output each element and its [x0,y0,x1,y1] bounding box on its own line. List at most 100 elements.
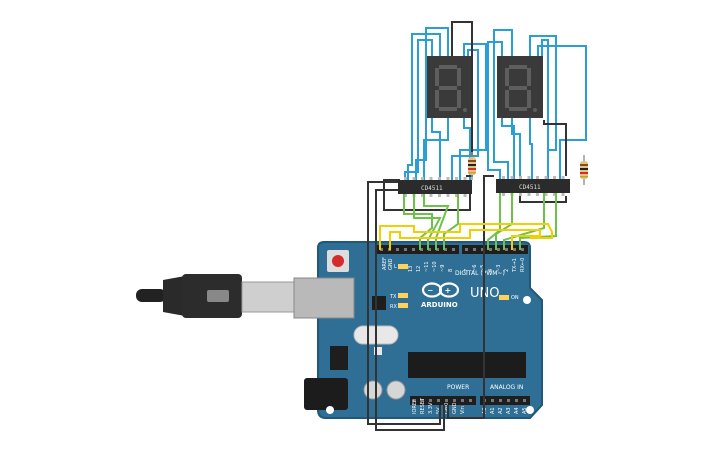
analog-pin-label: A1 [490,407,496,414]
led-rx [398,303,408,308]
pin-hole[interactable] [469,399,472,402]
power-pin-label: RESET [420,397,426,414]
power-jack [304,378,348,410]
pin-hole[interactable] [513,248,516,251]
pin-hole[interactable] [465,248,468,251]
pin-hole[interactable] [497,248,500,251]
pin-hole[interactable] [481,248,484,251]
pin-hole[interactable] [523,399,526,402]
digital-pin-label: ~3 [496,265,502,272]
usb-chip [372,296,386,310]
pin-hole[interactable] [491,399,494,402]
reset-button-cap[interactable] [332,255,344,267]
digital-pin-label: ~6 [472,265,478,272]
pin-hole[interactable] [453,399,456,402]
chip-body [398,180,472,194]
pin-hole[interactable] [420,248,423,251]
seg-e [435,90,439,108]
chip-pin [429,177,433,180]
chip-pin [527,193,531,196]
analog-pin-label: A3 [506,407,512,414]
chip-pin [502,193,505,196]
led-on [499,295,509,300]
seg-c [527,90,531,108]
digital-pin-label: 4 [488,269,494,272]
seg-b [527,68,531,86]
display-segments [505,65,537,112]
seven-segment-display-2 [497,56,543,118]
digital-pin-label: 2 [504,269,510,272]
pin-hole[interactable] [412,248,415,251]
pin-hole[interactable] [445,399,448,402]
seg-c [457,90,461,108]
chip-pin [404,194,407,197]
chip-pin [412,177,416,180]
header-analog[interactable] [480,396,530,405]
chip-pin [404,177,407,180]
pin-hole[interactable] [489,248,492,251]
label-digital: DIGITAL (PWM~) [455,270,505,277]
pin-hole[interactable] [444,248,447,251]
usb-cable-end [136,289,166,302]
digital-pin-label: 13 [408,266,414,272]
power-pin-label: 3.3V [428,402,434,414]
pin-hole[interactable] [380,248,383,251]
mount-hole-3 [326,406,334,414]
digital-pin-label: ~10 [432,261,438,272]
pin-hole[interactable] [436,248,439,251]
seg-d [439,107,457,111]
chip-pin [510,176,514,179]
chip-pin [544,176,548,179]
pin-hole[interactable] [429,399,432,402]
analog-pin-label: A5 [522,407,528,414]
chip-pin [553,176,556,179]
usb-plug-metal [241,281,295,313]
label-power: POWER [447,384,469,391]
seg-f [435,68,439,86]
pin-hole[interactable] [521,248,524,251]
header-power[interactable] [410,396,476,405]
resistor-1 [468,152,476,180]
header-digital-high[interactable] [377,245,459,254]
voltage-regulator [330,346,348,370]
capacitor-right [386,380,406,400]
pin-hole[interactable] [499,399,502,402]
chip-label: CD4511 [519,184,541,191]
chip-pin [463,194,467,197]
capacitor-left [363,380,383,400]
analog-pin-label: A2 [498,407,504,414]
pin-hole[interactable] [505,248,508,251]
digital-pin-label: 8 [448,269,454,272]
pin-hole[interactable] [428,248,431,251]
power-pin-label: IOREF [412,399,418,414]
seven-segment-display-1 [427,56,473,118]
digital-pin-label: RX←0 [520,258,526,272]
pin-hole[interactable] [437,399,440,402]
pin-hole[interactable] [404,248,407,251]
logo-minus: − [428,287,434,295]
usb-port [293,277,355,319]
pin-hole[interactable] [507,399,510,402]
power-pin-label: GND [452,402,458,414]
usb-strain-relief [163,276,185,316]
pin-hole[interactable] [515,399,518,402]
pin-hole[interactable] [461,399,464,402]
pin-hole[interactable] [421,399,424,402]
board-pcb [317,241,543,419]
pin-hole[interactable] [396,248,399,251]
chip-pin [446,177,450,180]
pin-hole[interactable] [452,248,455,251]
pin-hole[interactable] [413,399,416,402]
chip-pin [502,176,505,179]
display-segments [435,65,467,112]
seg-g [509,86,527,90]
seg-g [439,86,457,90]
small-component [374,347,382,355]
digital-pin-label: 12 [416,266,422,272]
chip-body [496,179,570,193]
seg-dp [533,108,537,112]
chip-pin [519,176,522,179]
pin-hole[interactable] [473,248,476,251]
